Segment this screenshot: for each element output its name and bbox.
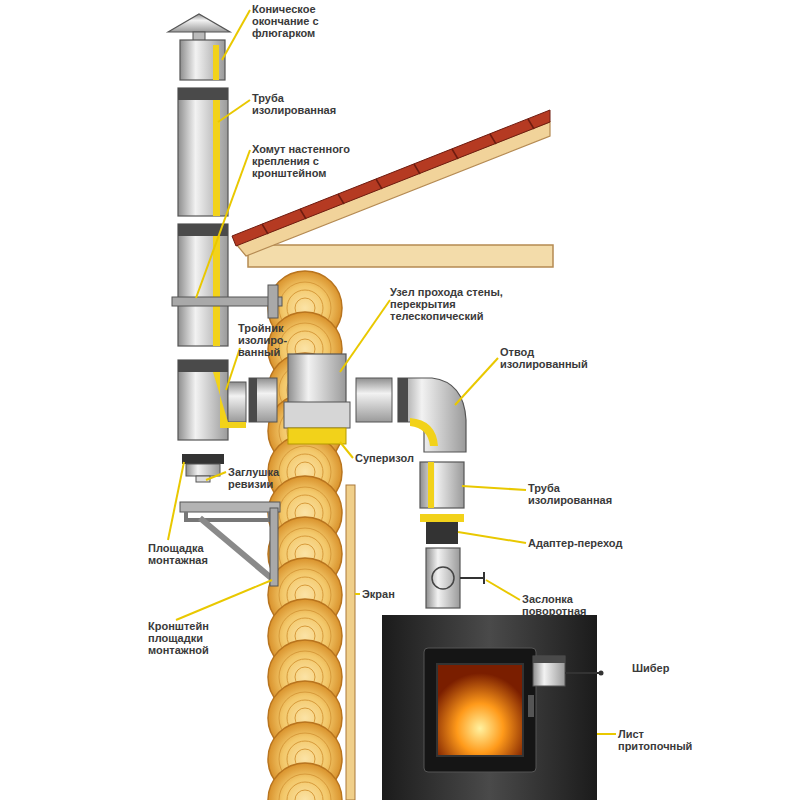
log-ring: [279, 774, 331, 800]
pipe-rim: [178, 88, 228, 100]
revision-cap: [182, 454, 224, 464]
platform-bracket: [200, 518, 276, 582]
mounting-platform: [180, 502, 280, 512]
leader-line: [340, 442, 353, 458]
revision-cap-body: [186, 464, 220, 476]
leader-line: [462, 486, 526, 490]
part-label: Труба изолированная: [528, 482, 623, 506]
passage-flange: [284, 402, 350, 428]
wall-plate: [268, 285, 278, 318]
roof: [232, 110, 553, 267]
part-label: Площадка монтажная: [148, 542, 228, 566]
part-label: Кронштейн площадки монтажной: [148, 620, 233, 656]
bracket-plate: [270, 508, 278, 586]
superizol-plate: [288, 428, 346, 444]
shiber-rod: [565, 672, 600, 674]
pipe-rim: [249, 378, 257, 422]
shiber: [533, 656, 604, 686]
damper-disk: [432, 567, 454, 589]
log-ring: [287, 782, 323, 800]
platform-frame: [186, 512, 270, 520]
leader-line: [486, 580, 520, 600]
rotary-damper: [426, 548, 460, 608]
leader-line: [455, 358, 498, 405]
damper-handle: [483, 572, 485, 584]
insulation: [213, 100, 220, 216]
leader-line: [222, 10, 250, 60]
leader-line: [340, 300, 390, 372]
insulation: [410, 418, 438, 446]
leader-line: [355, 593, 360, 595]
leader-lines: [168, 10, 616, 734]
leader-line: [226, 348, 240, 390]
leader-line: [206, 472, 226, 480]
pipe-rim: [398, 378, 408, 422]
log-ring: [295, 790, 315, 800]
leader-line: [176, 580, 272, 620]
part-label: Лист притопочный: [618, 728, 703, 752]
part-label: Заслонка поворотная: [522, 593, 612, 617]
insulation: [420, 514, 464, 522]
part-label: Адаптер-переход: [528, 537, 638, 549]
horizontal-run: [249, 354, 484, 608]
part-label: Шибер: [632, 662, 692, 674]
adapter: [426, 522, 458, 544]
rafter: [236, 122, 550, 256]
insulated-pipe: [420, 462, 464, 508]
connector-pipe: [249, 378, 277, 422]
connector-pipe: [356, 378, 392, 422]
insulation: [213, 236, 220, 346]
part-label: Коническое окончание с флюгарком: [252, 3, 332, 39]
stove-door: [424, 648, 536, 772]
leader-line: [218, 100, 250, 122]
insulated-pipe: [178, 88, 228, 216]
leader-line: [597, 733, 616, 735]
part-label: Труба изолированная: [252, 92, 347, 116]
fire-window: [437, 664, 523, 756]
stove-body: [382, 615, 597, 800]
insulated-pipe: [178, 224, 228, 346]
cone-hat: [168, 14, 230, 32]
part-label: Отвод изолированный: [500, 346, 595, 370]
ceiling-beam: [248, 245, 553, 267]
wall-clamp-bracket: [172, 297, 282, 306]
leader-line: [458, 532, 526, 543]
part-label: Тройник изолиро- ванный: [238, 322, 296, 358]
door-handle: [528, 695, 534, 717]
part-label: Узел прохода стены, перекрытия телескопи…: [390, 286, 530, 322]
insulation: [428, 462, 434, 508]
cone-cap: [180, 40, 225, 80]
part-label: Хомут настенного крепления с кронштейном: [252, 143, 362, 179]
insulated-elbow: [398, 378, 466, 452]
shiber-knob: [599, 671, 604, 676]
part-label: Суперизол: [355, 452, 435, 464]
log: [268, 763, 342, 800]
insulation: [213, 45, 219, 80]
part-label: Экран: [362, 588, 412, 600]
tee-branch: [228, 382, 246, 422]
roof-tiles: [232, 110, 550, 246]
stove: [382, 615, 597, 800]
heat-screen: [346, 485, 355, 800]
shiber-body: [533, 656, 565, 686]
leader-line: [168, 462, 184, 540]
pipe-rim: [178, 360, 228, 372]
damper-handle: [460, 577, 484, 579]
leader-line: [196, 150, 250, 298]
part-label: Заглушка ревизии: [228, 466, 298, 490]
pipe-rim: [533, 656, 565, 663]
